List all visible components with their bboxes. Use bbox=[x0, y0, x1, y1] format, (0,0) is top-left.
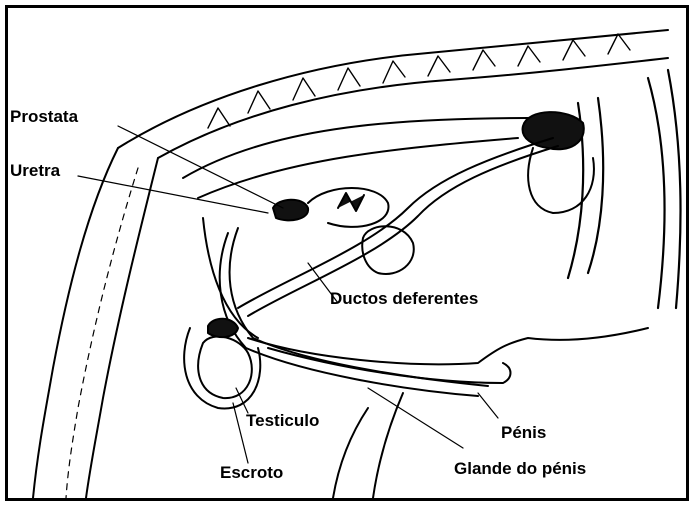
bladder bbox=[362, 226, 414, 274]
tail-outline-bottom bbox=[86, 158, 158, 498]
testis bbox=[198, 336, 252, 398]
sheath bbox=[268, 348, 511, 383]
hind-leg bbox=[333, 408, 368, 498]
label-prostata: Prostata bbox=[10, 108, 78, 125]
label-penis: Pénis bbox=[501, 424, 546, 441]
spine-outline bbox=[118, 30, 668, 148]
tail-vertebrae bbox=[66, 168, 138, 498]
prostate bbox=[273, 200, 308, 221]
urethra-loop bbox=[308, 188, 388, 227]
epididymis bbox=[208, 319, 238, 337]
anatomy-illustration bbox=[8, 8, 686, 498]
label-uretra: Uretra bbox=[10, 162, 60, 179]
rectum bbox=[183, 118, 528, 178]
scrotum bbox=[184, 328, 260, 408]
leader-glande bbox=[368, 388, 463, 448]
diagram-frame: Prostata Uretra Ductos deferentes Testic… bbox=[5, 5, 689, 501]
label-escroto: Escroto bbox=[220, 464, 283, 481]
leader-penis bbox=[478, 393, 498, 418]
spine-inner bbox=[158, 58, 668, 158]
label-ductos-deferentes: Ductos deferentes bbox=[330, 290, 478, 307]
label-testiculo: Testiculo bbox=[246, 412, 319, 429]
tail-outline-top bbox=[33, 148, 118, 498]
label-glande-do-penis: Glande do pénis bbox=[454, 460, 586, 477]
leader-prostata bbox=[118, 126, 283, 208]
